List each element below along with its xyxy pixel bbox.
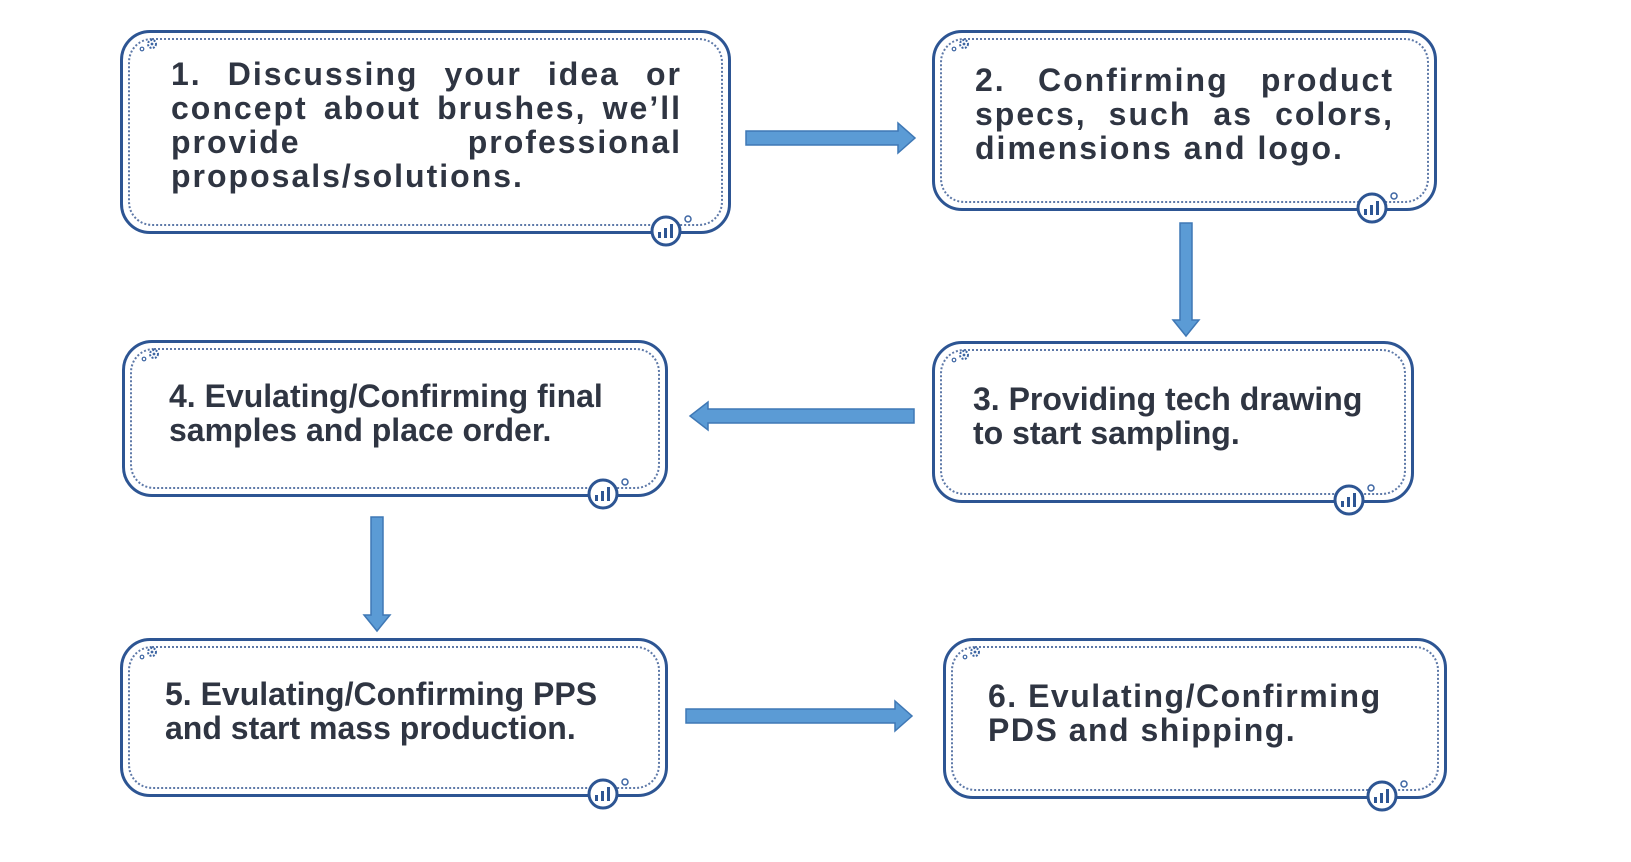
step-4-box: 4. Evulating/Confirming final samples an… bbox=[122, 340, 668, 497]
bar-chart-icon bbox=[646, 213, 698, 247]
arrow-step1-to-step2 bbox=[745, 121, 917, 155]
step-3-box: 3. Providing tech drawing to start sampl… bbox=[932, 341, 1414, 503]
arrow-step2-to-step3 bbox=[1171, 222, 1201, 338]
gear-icon bbox=[949, 348, 971, 364]
step-3-text: 3. Providing tech drawing to start sampl… bbox=[973, 381, 1363, 451]
gear-icon bbox=[949, 37, 971, 53]
step-6-text: 6. Evulating/Confirming PDS and shipping… bbox=[988, 678, 1382, 748]
step-5-box: 5. Evulating/Confirming PPS and start ma… bbox=[120, 638, 668, 797]
step-2-text: 2. Confirming product specs, such as col… bbox=[975, 62, 1394, 166]
gear-icon bbox=[137, 645, 159, 661]
arrow-step3-to-step4 bbox=[688, 400, 915, 432]
step-1-text: 1. Discussing your idea or concept about… bbox=[171, 56, 682, 194]
gear-icon bbox=[139, 347, 161, 363]
gear-icon bbox=[137, 37, 159, 53]
step-6-box: 6. Evulating/Confirming PDS and shipping… bbox=[943, 638, 1447, 799]
gear-icon bbox=[960, 645, 982, 661]
bar-chart-icon bbox=[1329, 482, 1381, 516]
bar-chart-icon bbox=[583, 776, 635, 810]
bar-chart-icon bbox=[583, 476, 635, 510]
step-5-text: 5. Evulating/Confirming PPS and start ma… bbox=[165, 676, 598, 746]
bar-chart-icon bbox=[1352, 190, 1404, 224]
step-1-box: 1. Discussing your idea or concept about… bbox=[120, 30, 731, 234]
bar-chart-icon bbox=[1362, 778, 1414, 812]
step-4-text: 4. Evulating/Confirming final samples an… bbox=[169, 378, 603, 448]
step-2-box: 2. Confirming product specs, such as col… bbox=[932, 30, 1437, 211]
arrow-step4-to-step5 bbox=[362, 516, 392, 633]
arrow-step5-to-step6 bbox=[685, 699, 914, 733]
